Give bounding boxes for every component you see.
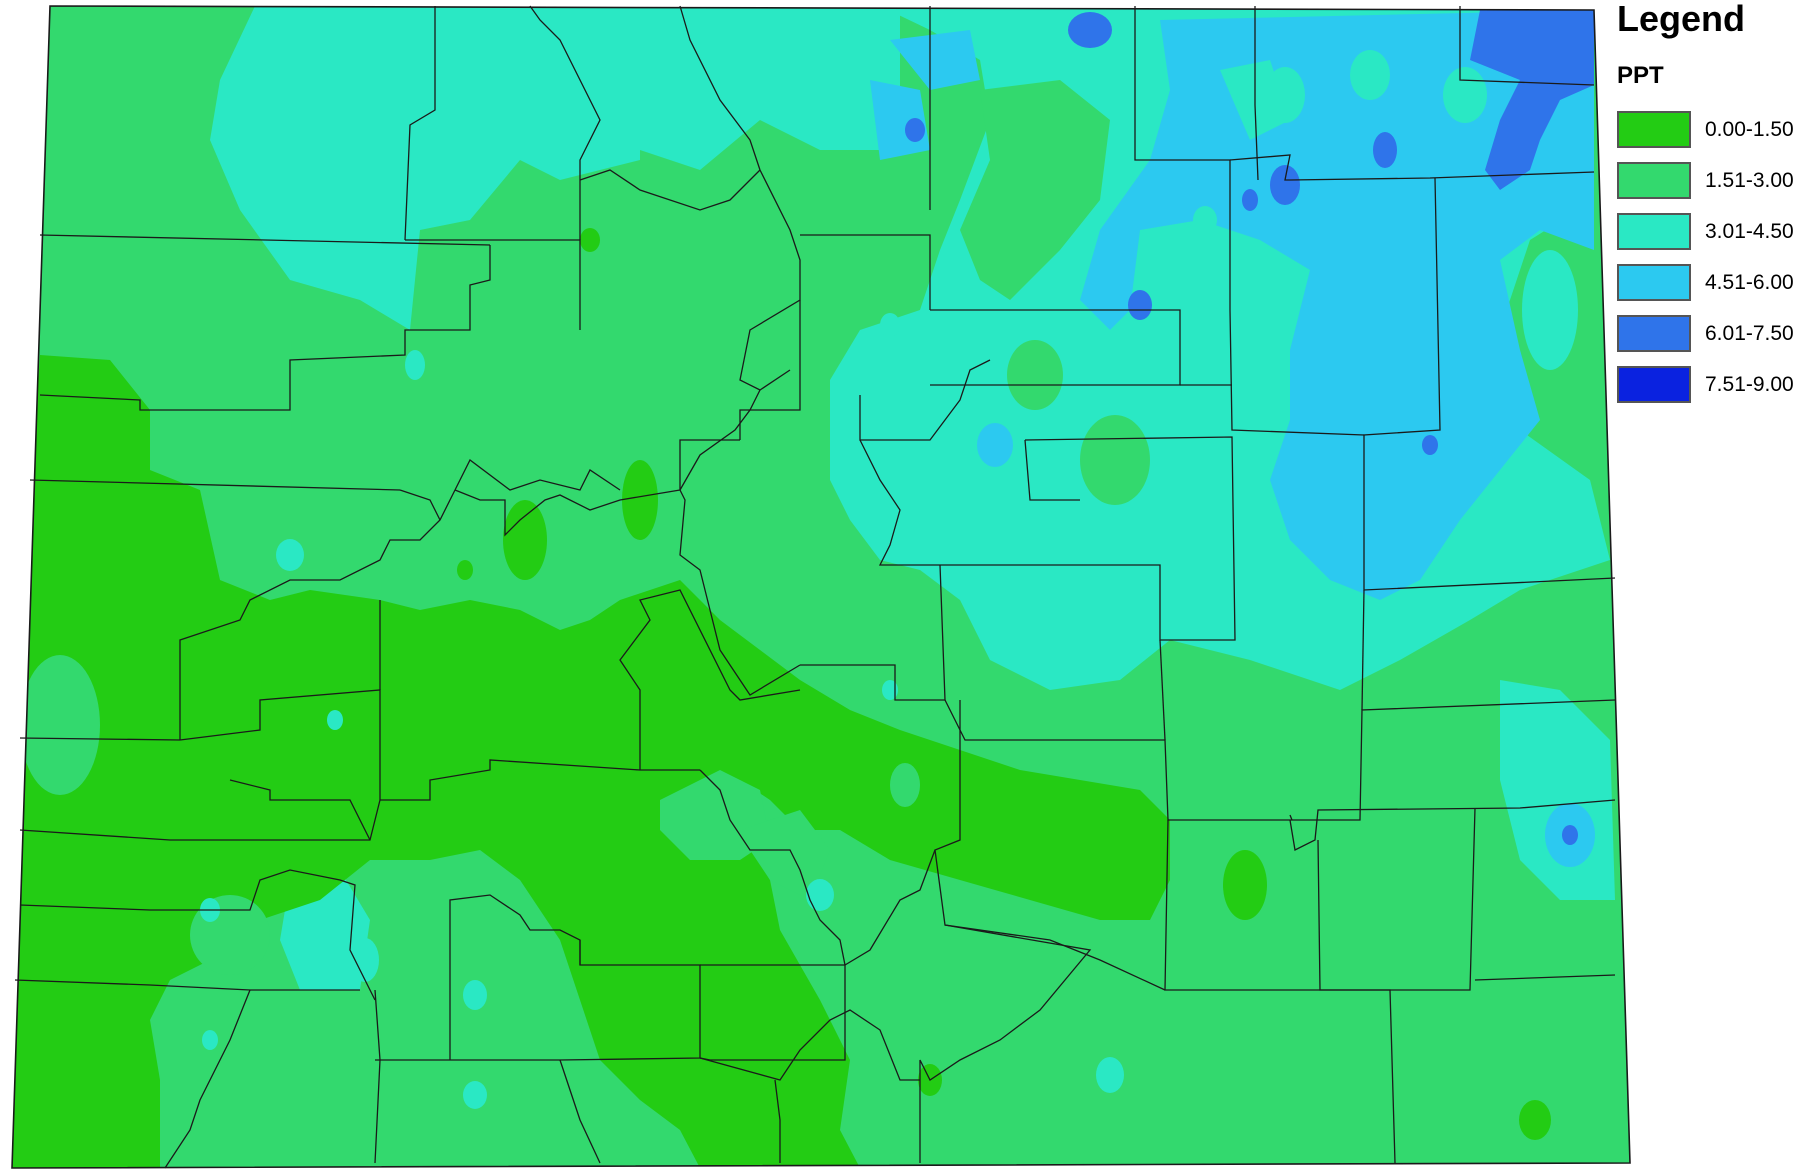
legend-item: 6.01-7.50 — [1617, 308, 1794, 359]
legend-item-label: 1.51-3.00 — [1705, 168, 1794, 192]
legend-item-label: 7.51-9.00 — [1705, 372, 1794, 396]
legend-item-label: 6.01-7.50 — [1705, 321, 1794, 345]
zone-6-01-7-50 — [905, 8, 1594, 845]
legend-item: 4.51-6.00 — [1617, 257, 1794, 308]
legend-swatch — [1617, 111, 1691, 148]
legend-swatch — [1617, 366, 1691, 403]
legend-title: Legend — [1617, 0, 1746, 39]
legend-swatch — [1617, 315, 1691, 352]
legend-item: 7.51-9.00 — [1617, 359, 1794, 410]
legend-item: 3.01-4.50 — [1617, 206, 1794, 257]
legend-item-label: 0.00-1.50 — [1705, 117, 1794, 141]
legend-list: 0.00-1.50 1.51-3.00 3.01-4.50 4.51-6.00 … — [1617, 104, 1794, 410]
zone-3-01-4-50-spots — [200, 313, 1124, 1109]
legend-swatch — [1617, 162, 1691, 199]
legend-subtitle: PPT — [1617, 62, 1664, 89]
legend-item-label: 4.51-6.00 — [1705, 270, 1794, 294]
zone-1-51-3-00-pockets — [960, 80, 1150, 505]
legend-swatch — [1617, 264, 1691, 301]
legend-swatch — [1617, 213, 1691, 250]
legend-item: 0.00-1.50 — [1617, 104, 1794, 155]
county-boundaries — [11, 5, 1631, 1169]
legend-item-label: 3.01-4.50 — [1705, 219, 1794, 243]
legend-item: 1.51-3.00 — [1617, 155, 1794, 206]
